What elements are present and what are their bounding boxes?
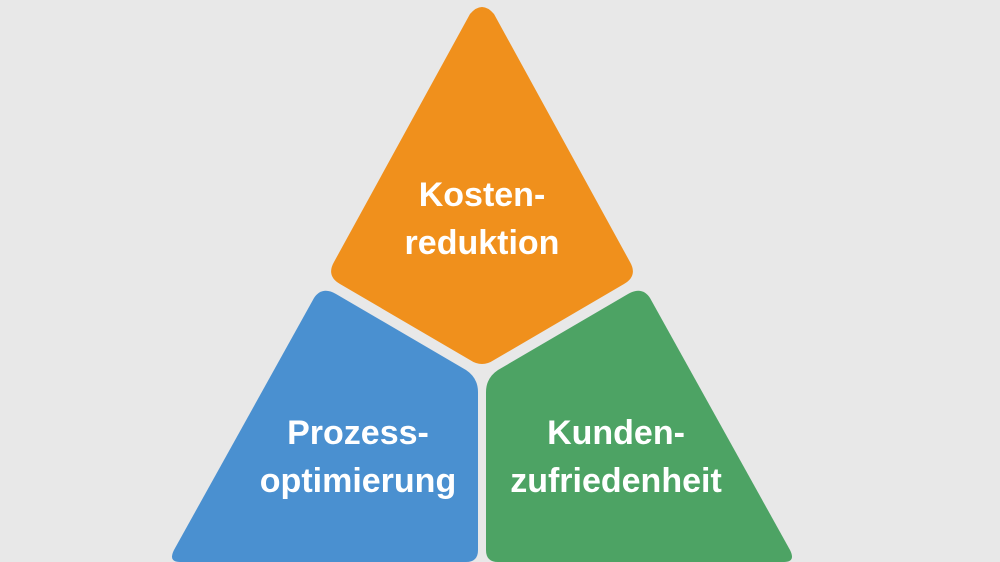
segment-right-label-line1: Kunden-	[547, 414, 685, 452]
segment-left-label-line1: Prozess-	[287, 414, 429, 452]
segment-right	[486, 290, 792, 562]
segment-left	[172, 290, 478, 562]
segment-left-label-line2: optimierung	[260, 462, 456, 500]
segment-top-label-line2: reduktion	[405, 224, 560, 262]
segment-right-label-line2: zufriedenheit	[510, 462, 722, 500]
segment-top-label-line1: Kosten-	[419, 176, 546, 214]
segment-top	[331, 7, 633, 364]
